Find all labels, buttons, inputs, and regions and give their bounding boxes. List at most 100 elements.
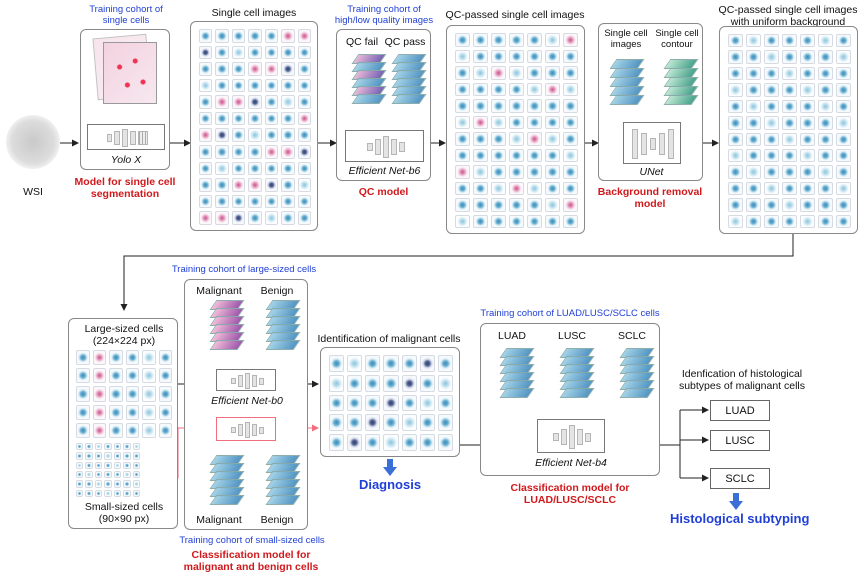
cell-thumbnail (123, 471, 131, 479)
cell-thumbnail (527, 33, 542, 47)
unet-model-name: UNet (639, 166, 664, 178)
cell-thumbnail (509, 33, 524, 47)
cell-thumbnail (728, 198, 743, 212)
cell-thumbnail (104, 480, 112, 488)
cell-thumbnail (142, 350, 156, 366)
cell-thumbnail (764, 83, 779, 97)
cell-thumbnail (123, 443, 131, 451)
cell-thumbnail (509, 198, 524, 212)
cell-thumbnail (473, 198, 488, 212)
subtype-class-lusc: LUSC (557, 330, 586, 342)
cell-thumbnail (836, 99, 851, 114)
cell-thumbnail (473, 115, 488, 129)
cell-thumbnail (297, 78, 311, 93)
cell-thumbnail (836, 34, 851, 48)
cell-thumbnail (563, 66, 578, 80)
cell-thumbnail (746, 165, 761, 179)
cell-thumbnail (281, 211, 295, 225)
luad-image-stack (495, 348, 535, 400)
cell-thumbnail (764, 181, 779, 196)
cell-thumbnail (281, 45, 295, 60)
cell-thumbnail (109, 386, 123, 402)
large-cells-grid (76, 350, 172, 438)
cell-thumbnail (563, 99, 578, 113)
cell-thumbnail (215, 194, 229, 209)
cell-thumbnail (248, 145, 262, 159)
cell-thumbnail (437, 414, 453, 432)
cell-thumbnail (491, 99, 506, 113)
cell-thumbnail (76, 368, 90, 384)
cell-thumbnail (215, 62, 229, 76)
benign-label-bottom: Benign (260, 514, 294, 526)
cell-thumbnail (215, 95, 229, 109)
cell-thumbnail (215, 161, 229, 176)
cell-thumbnail (563, 214, 578, 228)
cell-thumbnail (281, 62, 295, 76)
cell-thumbnail (104, 471, 112, 479)
cell-thumbnail (563, 33, 578, 47)
cell-thumbnail (545, 33, 560, 47)
cell-thumbnail (125, 404, 139, 420)
cell-thumbnail (264, 29, 279, 43)
cell-thumbnail (142, 422, 156, 438)
cell-thumbnail (199, 178, 213, 192)
cell-thumbnail (473, 49, 488, 63)
cell-thumbnail (545, 49, 560, 63)
cell-thumbnail (473, 132, 488, 146)
cell-thumbnail (158, 386, 172, 402)
cell-thumbnail (113, 471, 122, 479)
cell-thumbnail (347, 394, 363, 412)
cell-thumbnail (297, 29, 311, 43)
b4-model-name: Efficient Net-b4 (535, 457, 607, 469)
cell-thumbnail (347, 414, 363, 432)
cell-thumbnail (800, 181, 815, 196)
cell-thumbnail (264, 128, 279, 143)
diagnosis-label: Diagnosis (358, 477, 422, 492)
cell-thumbnail (419, 355, 435, 372)
cell-thumbnail (199, 128, 213, 143)
cell-thumbnail (527, 132, 542, 146)
cell-thumbnail (158, 404, 172, 420)
qc-pass-image-stack (389, 54, 427, 104)
cell-thumbnail (142, 386, 156, 402)
cell-thumbnail (455, 132, 470, 146)
cell-thumbnail (782, 83, 797, 97)
subtype-output-title: Idenfication of histological subtypes of… (678, 368, 806, 393)
cell-thumbnail (728, 181, 743, 196)
cell-thumbnail (746, 83, 761, 97)
cell-thumbnail (509, 181, 524, 195)
cell-thumbnail (132, 471, 140, 479)
unet-input-stack (607, 59, 645, 109)
cell-thumbnail (248, 29, 262, 43)
cell-thumbnail (248, 211, 262, 225)
output-box-luad: LUAD (710, 400, 770, 421)
cell-thumbnail (199, 62, 213, 76)
cell-thumbnail (491, 148, 506, 162)
cell-thumbnail (76, 404, 90, 420)
cell-thumbnail (764, 116, 779, 130)
cell-thumbnail (728, 165, 743, 179)
wsi-label: WSI (23, 186, 43, 198)
cell-thumbnail (158, 422, 172, 438)
uniform-panel (719, 26, 858, 234)
cell-thumbnail (455, 99, 470, 113)
cell-thumbnail (782, 181, 797, 196)
single-cell-panel (190, 21, 318, 231)
cell-thumbnail (509, 82, 524, 96)
cell-thumbnail (281, 78, 295, 93)
cell-thumbnail (347, 434, 363, 451)
cell-thumbnail (281, 145, 295, 159)
cell-thumbnail (473, 148, 488, 162)
cell-thumbnail (248, 95, 262, 109)
cell-thumbnail (473, 66, 488, 80)
cell-thumbnail (231, 145, 246, 159)
cell-thumbnail (104, 443, 112, 451)
cell-thumbnail (231, 211, 246, 225)
qc-passed-panel (446, 25, 585, 234)
cell-thumbnail (231, 161, 246, 176)
cell-thumbnail (92, 404, 106, 420)
cell-thumbnail (231, 95, 246, 109)
arrow-uniform-to-size (120, 234, 794, 311)
malignant-panel-title: Identification of malignant cells (317, 333, 461, 345)
cell-thumbnail (455, 82, 470, 96)
